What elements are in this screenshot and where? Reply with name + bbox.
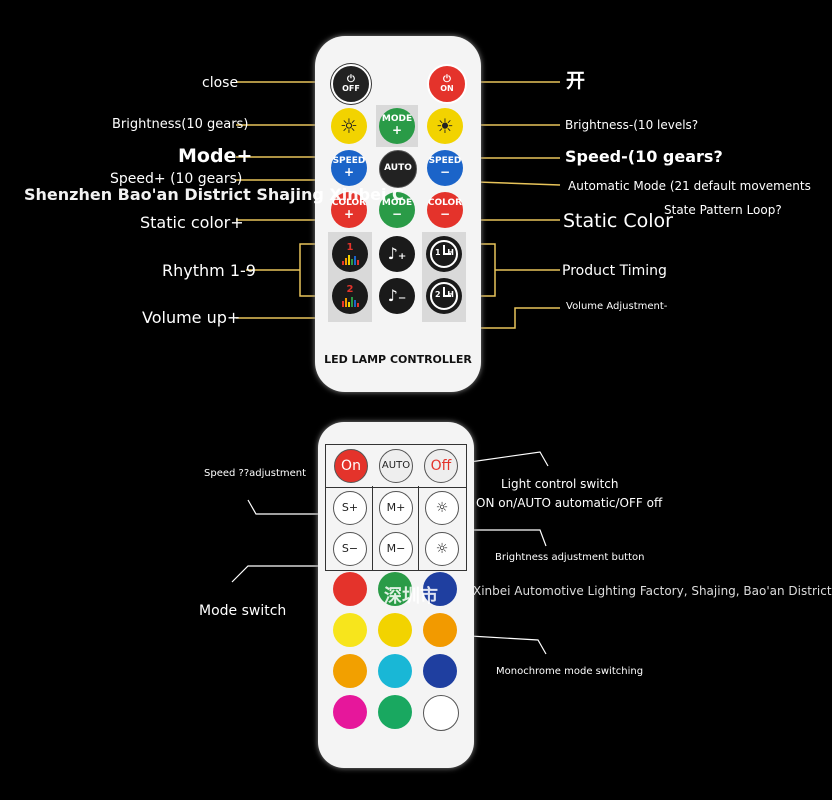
label-rhythm: Rhythm 1-9 — [162, 261, 256, 280]
brightness-down-button[interactable]: ☼ — [425, 532, 459, 566]
music-note-minus-icon: ♪₋ — [387, 285, 407, 305]
clock-icon: 2 H — [430, 282, 458, 310]
label-state-pattern-loop: State Pattern Loop? — [664, 203, 782, 217]
speed-minus-button[interactable]: SPEED − — [427, 150, 463, 186]
power-icon: ⏻ — [443, 73, 451, 85]
sun-down-icon: ☼ — [435, 540, 449, 557]
color-green-button[interactable] — [378, 572, 412, 606]
color-emerald-button[interactable] — [378, 695, 412, 729]
color-amber-button[interactable] — [333, 654, 367, 688]
watermark-cn: 深圳市 — [384, 586, 438, 607]
on-button[interactable]: ⏻ ON — [427, 64, 467, 104]
equalizer-icon — [341, 254, 359, 265]
color-plus-button[interactable]: COLOR + — [331, 192, 367, 228]
power-icon: ⏻ — [347, 73, 355, 85]
music-minus-button[interactable]: ♪₋ — [379, 278, 415, 314]
auto-button[interactable]: AUTO — [379, 449, 413, 483]
label-volume-adjustment: Volume Adjustment- — [566, 301, 668, 312]
sun-up-icon: ☼ — [435, 499, 449, 516]
label-product-timing: Product Timing — [562, 263, 667, 279]
color-yellow-button[interactable] — [333, 613, 367, 647]
mode-minus-button[interactable]: MODE − — [379, 192, 415, 228]
label-light-control: Light control switch — [501, 477, 619, 491]
timer-2h-button[interactable]: 2 H — [426, 278, 462, 314]
mode-minus-button[interactable]: M− — [379, 532, 413, 566]
label-mode-plus: Mode+ — [178, 145, 253, 167]
equalizer-icon — [341, 296, 359, 307]
rhythm-2-button[interactable]: 2 — [332, 278, 368, 314]
sun-filled-icon: ☀ — [436, 113, 454, 138]
speed-plus-button[interactable]: SPEED + — [331, 150, 367, 186]
label-brightness-plus: Brightness(10 gears) — [112, 117, 249, 132]
label-mode-switch: Mode switch — [199, 603, 287, 619]
label-speed-plus: Speed+ (10 gears) — [110, 171, 243, 187]
label-brightness-minus: Brightness-(10 levels? — [565, 118, 699, 132]
remote-lower-control-frame — [325, 486, 467, 571]
clock-icon: 1 H — [430, 240, 458, 268]
auto-button[interactable]: AUTO — [379, 150, 417, 188]
color-cyan-button[interactable] — [378, 654, 412, 688]
off-button[interactable]: ⏻ OFF — [331, 64, 371, 104]
speed-minus-button[interactable]: S− — [333, 532, 367, 566]
on-button[interactable]: On — [334, 449, 368, 483]
watermark-text: Shenzhen Bao'an District Shajing Xinbei … — [24, 185, 404, 204]
rhythm-1-button[interactable]: 1 — [332, 236, 368, 272]
color-white-button[interactable] — [423, 695, 459, 731]
color-orange-button[interactable] — [423, 613, 457, 647]
label-static-color: Static Color — [563, 210, 673, 232]
color-red-button[interactable] — [333, 572, 367, 606]
music-plus-button[interactable]: ♪₊ — [379, 236, 415, 272]
label-speed-minus: Speed-(10 gears? — [565, 147, 723, 166]
mode-plus-button[interactable]: M+ — [379, 491, 413, 525]
label-close: close — [202, 75, 239, 91]
music-note-plus-icon: ♪₊ — [387, 243, 407, 263]
color-gold-button[interactable] — [378, 613, 412, 647]
brightness-up-button[interactable]: ☼ — [425, 491, 459, 525]
frame-divider — [418, 486, 419, 570]
off-button[interactable]: Off — [424, 449, 458, 483]
frame-divider — [372, 486, 373, 570]
label-automatic-mode: Automatic Mode (21 default movements — [568, 179, 811, 193]
mode-plus-button[interactable]: MODE + — [379, 108, 415, 144]
brightness-down-button[interactable]: ☀ — [427, 108, 463, 144]
sun-outline-icon: ☼ — [340, 113, 358, 138]
remote-lower-top-frame — [325, 444, 467, 488]
color-minus-button[interactable]: COLOR − — [427, 192, 463, 228]
color-navy-button[interactable] — [423, 654, 457, 688]
label-on: 开 — [566, 70, 586, 92]
color-magenta-button[interactable] — [333, 695, 367, 729]
label-speed-adjustment: Speed ??adjustment — [204, 468, 307, 479]
label-volume-up: Volume up+ — [142, 308, 241, 327]
label-static-color-plus: Static color+ — [140, 213, 244, 232]
watermark-en: Xinbei Automotive Lighting Factory, Shaj… — [473, 584, 832, 598]
speed-plus-button[interactable]: S+ — [333, 491, 367, 525]
brightness-up-button[interactable]: ☼ — [331, 108, 367, 144]
remote-footer-label: LED LAMP CONTROLLER — [324, 353, 472, 366]
label-light-control-detail: ON on/AUTO automatic/OFF off — [476, 496, 663, 510]
color-blue-button[interactable] — [423, 572, 457, 606]
label-brightness-button: Brightness adjustment button — [495, 552, 645, 563]
label-monochrome: Monochrome mode switching — [496, 666, 644, 677]
timer-1h-button[interactable]: 1 H — [426, 236, 462, 272]
